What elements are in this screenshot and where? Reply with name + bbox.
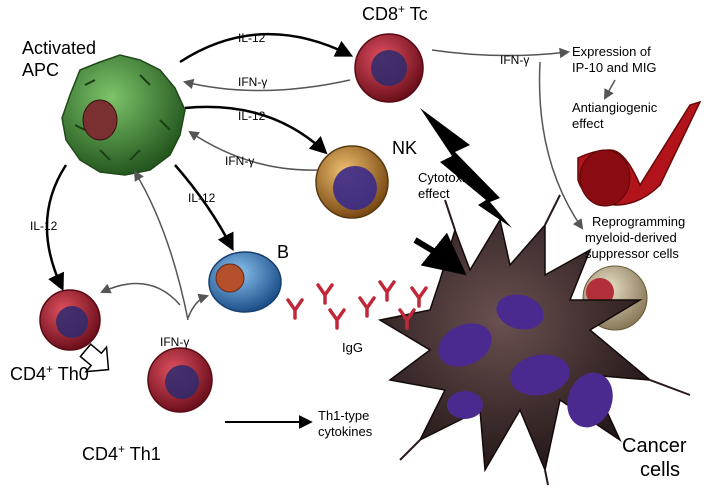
cancer-label-line2: cells [640, 459, 680, 481]
th1-cytokines-line2: cytokines [318, 424, 373, 439]
nk-cell [315, 145, 389, 219]
cancer-cells [377, 194, 691, 486]
apc-label-line2: APC [22, 60, 59, 80]
arrows [45, 32, 616, 429]
th1-cytokines-line1: Th1-type [318, 408, 369, 423]
antiangio-label-line2: effect [572, 116, 604, 131]
cd4-th1-label: CD4+ Th1 [82, 442, 161, 464]
il12-left-label: IL-12 [30, 219, 58, 233]
cd4-th0-label: CD4+ Th0 [10, 362, 89, 384]
expression-label-line1: Expression of [572, 44, 651, 59]
igg-label: IgG [342, 340, 363, 355]
b-cell [208, 251, 282, 313]
open-arrow [79, 343, 110, 373]
il12-nk-label: IL-12 [238, 109, 266, 123]
cd8-tc-label: CD8+ Tc [362, 2, 428, 24]
ifng-right-label: IFN-γ [500, 53, 529, 67]
igg-antibodies [286, 280, 428, 330]
ifng-bottom-label: IFN-γ [160, 335, 189, 349]
ifng-nk-label: IFN-γ [225, 154, 254, 168]
reprogram-label-line2: myeloid-derived [585, 230, 677, 245]
antiangio-label-line1: Antiangiogenic [572, 100, 658, 115]
cytotoxic-label-line2: effect [418, 186, 450, 201]
blood-vessel [577, 100, 702, 207]
apc-cell [61, 54, 186, 176]
il12-b-label: IL-12 [188, 191, 216, 205]
apc-nucleus [82, 99, 118, 141]
apc-label-line1: Activated [22, 38, 96, 58]
cd4-th0-cell [39, 289, 101, 351]
cancer-label-line1: Cancer [622, 435, 687, 457]
b-cell-label: B [277, 242, 289, 262]
reprogram-label-line3: suppressor cells [585, 246, 679, 261]
ifng-top-label: IFN-γ [238, 75, 267, 89]
cytotoxic-label-line1: Cytotoxic [418, 170, 472, 185]
il12-top-label: IL-12 [238, 31, 266, 45]
cd8-tc-cell [354, 33, 424, 103]
lightning-arrow [420, 108, 512, 228]
nk-label: NK [392, 138, 417, 158]
expression-label-line2: IP-10 and MIG [572, 60, 657, 75]
cd4-th1-cell [147, 347, 213, 413]
reprogram-label-line1: Reprogramming [592, 214, 685, 229]
